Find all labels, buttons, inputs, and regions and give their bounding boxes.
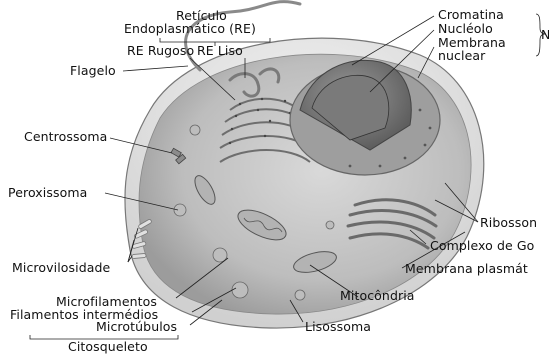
- label-membrana-plasmatica: Membrana plasmát: [405, 262, 528, 276]
- label-reticulo-line2: Endoplasmático (RE): [124, 22, 256, 36]
- label-centrossoma: Centrossoma: [24, 130, 107, 144]
- label-nucleo-group: N: [541, 28, 549, 42]
- label-lisossoma: Lisossoma: [305, 320, 371, 334]
- label-cromatina: Cromatina: [438, 8, 504, 22]
- label-mitocondria: Mitocôndria: [340, 289, 415, 303]
- label-re-liso: RE Liso: [197, 44, 243, 58]
- label-microvilosidade: Microvilosidade: [12, 261, 110, 275]
- label-re-rugoso: RE Rugoso: [127, 44, 194, 58]
- label-citosqueleto: Citosqueleto: [68, 340, 148, 354]
- label-nucleolo: Nucléolo: [438, 22, 493, 36]
- label-ribossomas: Ribosson: [480, 216, 537, 230]
- label-peroxissoma: Peroxissoma: [8, 186, 87, 200]
- label-membrana-nuclear-2: nuclear: [438, 49, 485, 63]
- label-flagelo: Flagelo: [70, 64, 116, 78]
- label-microtubulos: Microtúbulos: [96, 320, 177, 334]
- label-complexo-golgi: Complexo de Go: [430, 239, 534, 253]
